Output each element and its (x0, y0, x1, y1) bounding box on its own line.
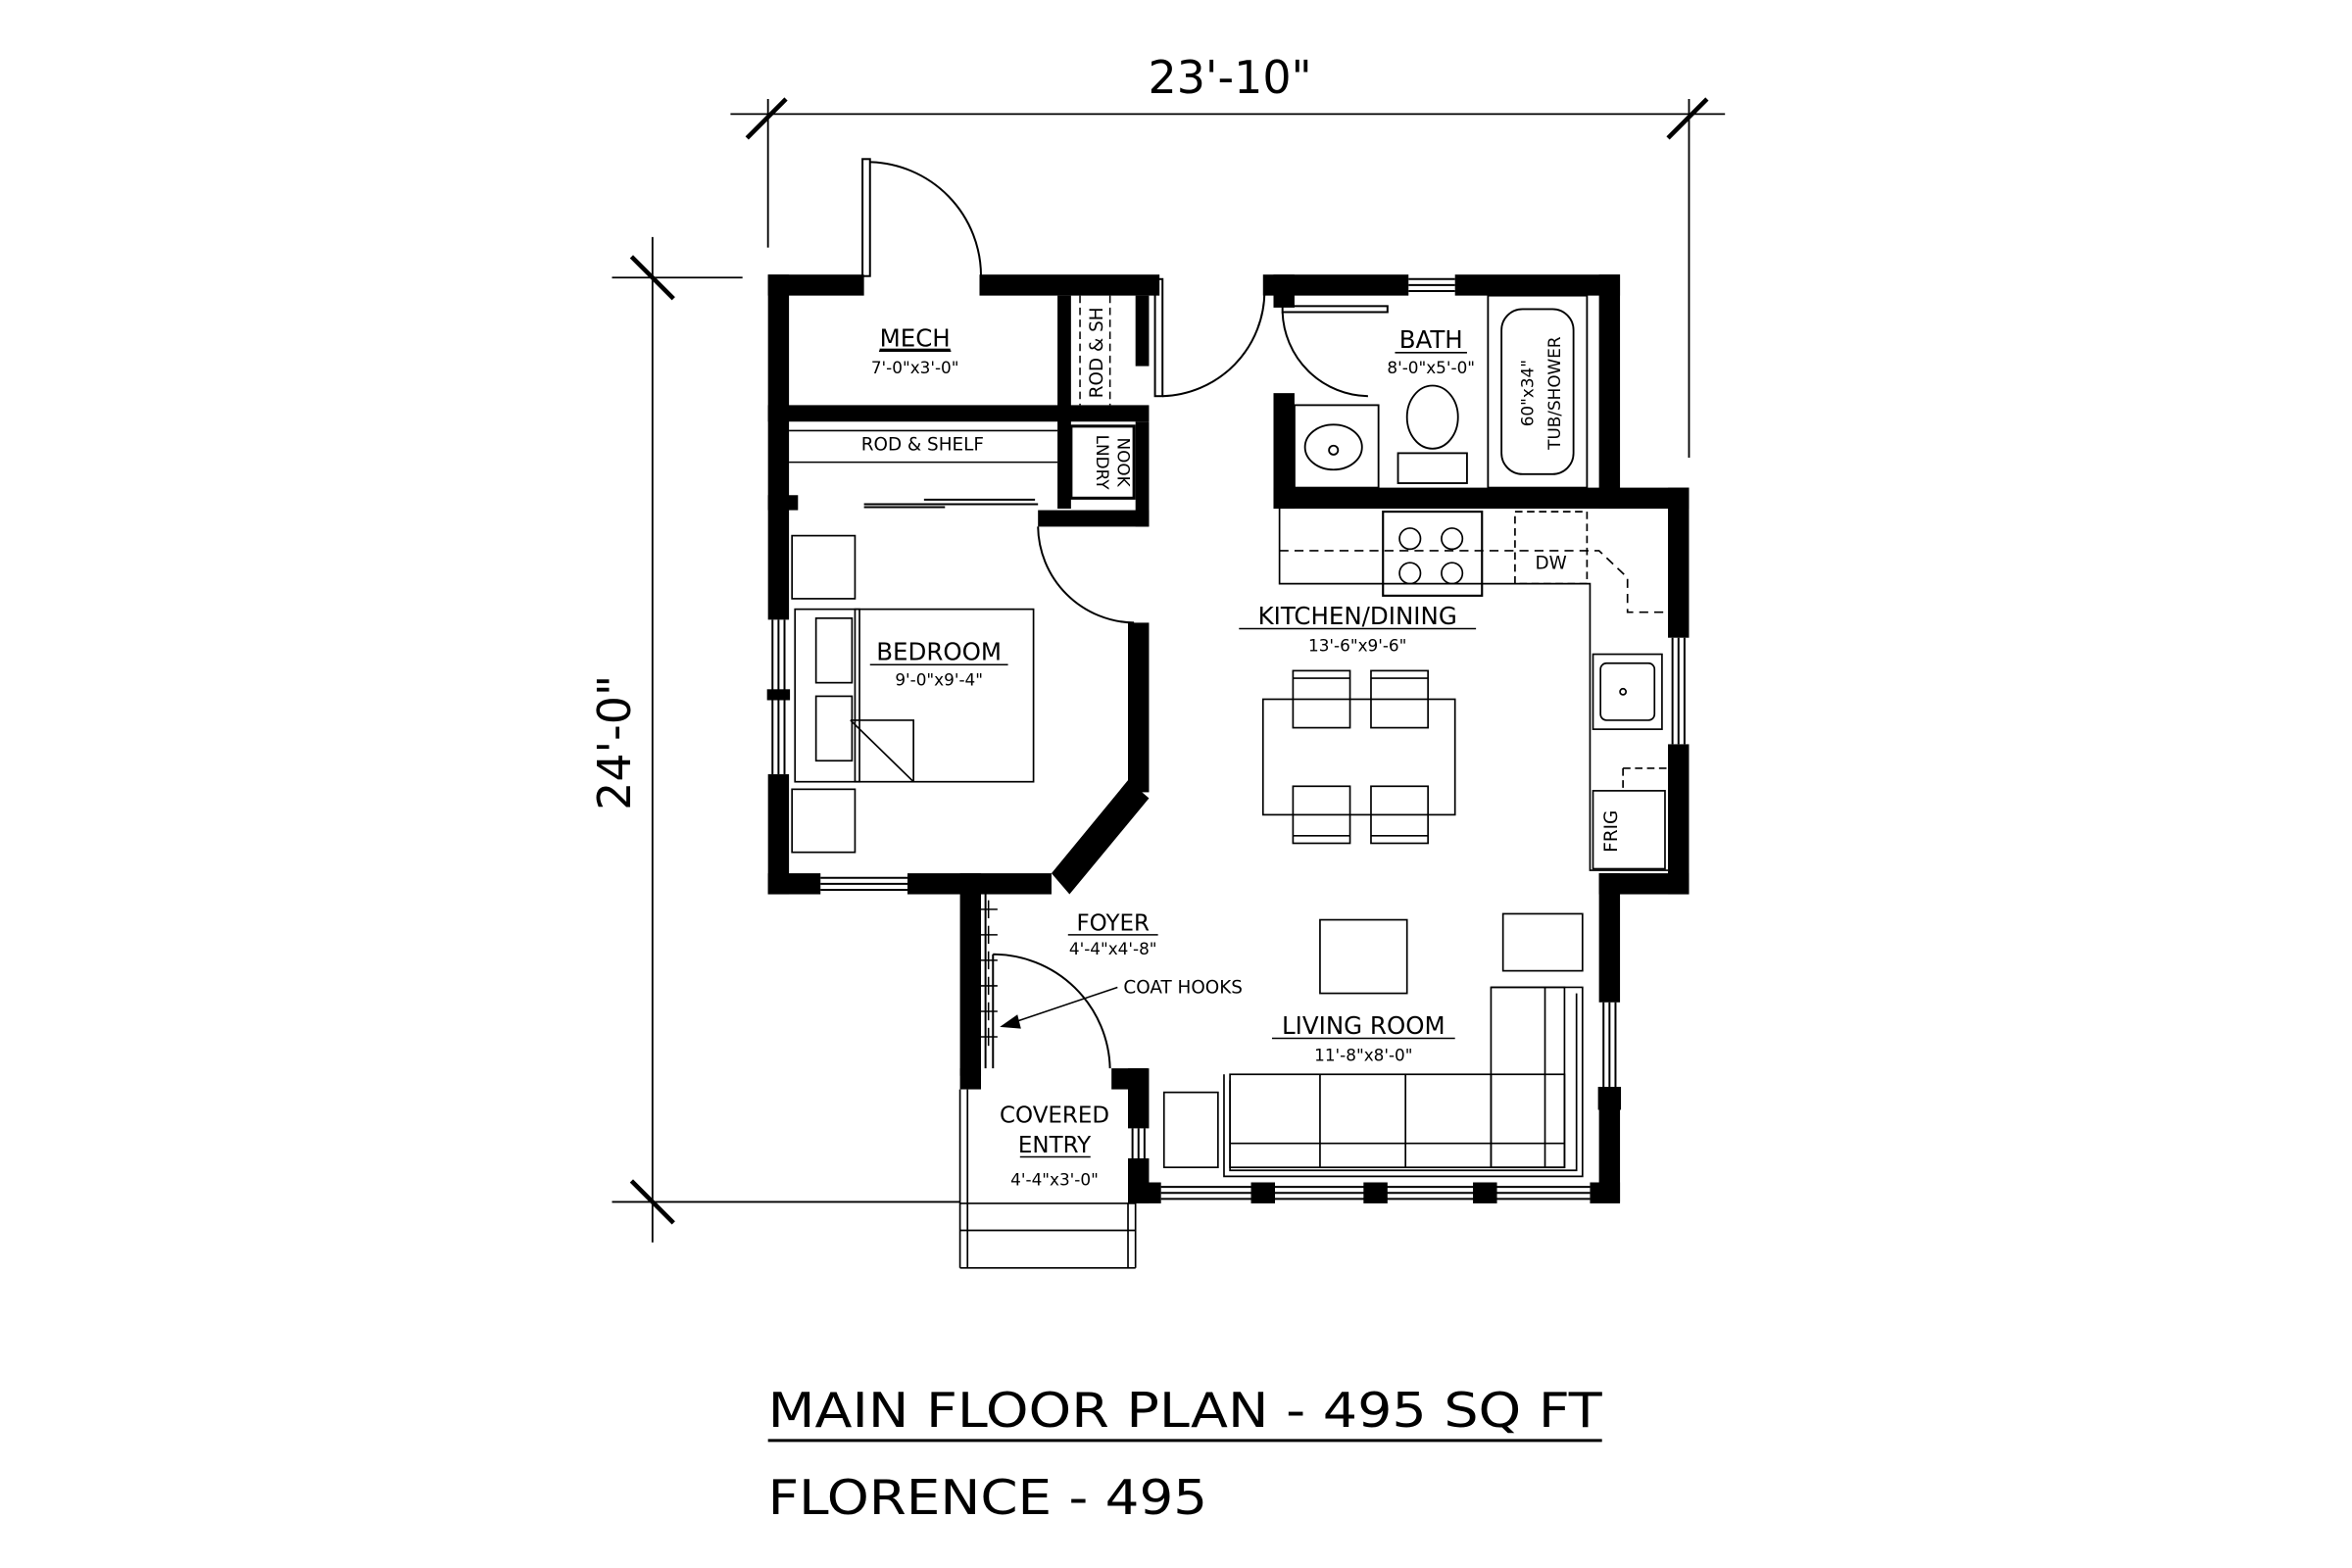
closet-details (789, 295, 1136, 500)
rod-shelf-label: ROD & SHELF (861, 434, 984, 455)
entry-name-2: ENTRY (1018, 1133, 1092, 1158)
bedroom-furniture (791, 534, 1035, 854)
mech-name: MECH (880, 324, 951, 353)
living-size: 11'-8"x8'-0" (1314, 1045, 1412, 1064)
covered-entry (958, 1089, 1137, 1269)
living-furniture (1162, 912, 1584, 1178)
exterior-walls (767, 274, 1690, 1203)
windows (766, 277, 1686, 1200)
living-name: LIVING ROOM (1282, 1011, 1446, 1040)
bath-fixtures (1293, 294, 1589, 489)
bedroom-east-wall (1128, 622, 1150, 793)
bath-size: 8'-0"x5'-0" (1387, 358, 1475, 377)
tub-label-1: 60"x34" (1517, 360, 1537, 426)
model-name: FLORENCE - 495 (768, 1470, 1207, 1526)
bedroom-size: 9'-0"x9'-4" (895, 670, 983, 690)
dining-table (1261, 669, 1456, 845)
coat-hooks (979, 900, 1118, 1047)
bedroom-name: BEDROOM (876, 638, 1002, 666)
plan-title: MAIN FLOOR PLAN - 495 SQ FT (768, 1383, 1603, 1439)
kitchen-size: 13'-6"x9'-6" (1308, 635, 1406, 655)
foyer-size: 4'-4"x4'-8" (1069, 939, 1157, 958)
rod-sh-label: ROD & SH (1087, 307, 1107, 398)
entry-name-1: COVERED (1000, 1102, 1109, 1128)
laundry-nook-label-1: LNDRY (1093, 435, 1112, 491)
frig-label: FRIG (1601, 810, 1622, 853)
tub-label-2: TUB/SHOWER (1544, 336, 1564, 451)
interior-walls (767, 295, 1150, 527)
width-label: 23'-10" (1149, 51, 1312, 104)
bedroom-angled-wall (1051, 780, 1150, 895)
mech-size: 7'-0"x3'-0" (871, 358, 959, 377)
doors (861, 158, 1389, 1069)
foyer-name: FOYER (1076, 910, 1150, 936)
depth-label: 24'-0" (588, 675, 641, 810)
entry-size: 4'-4"x3'-0" (1010, 1170, 1099, 1190)
coat-hooks-label: COAT HOOKS (1123, 978, 1243, 999)
kitchen-counters (1278, 509, 1669, 871)
dimension-depth (612, 236, 960, 1243)
kitchen-name: KITCHEN/DINING (1258, 602, 1457, 630)
bath-name: BATH (1399, 325, 1463, 354)
laundry-nook-label-2: NOOK (1113, 438, 1133, 488)
dimension-width (730, 97, 1726, 458)
dw-label: DW (1536, 553, 1567, 573)
